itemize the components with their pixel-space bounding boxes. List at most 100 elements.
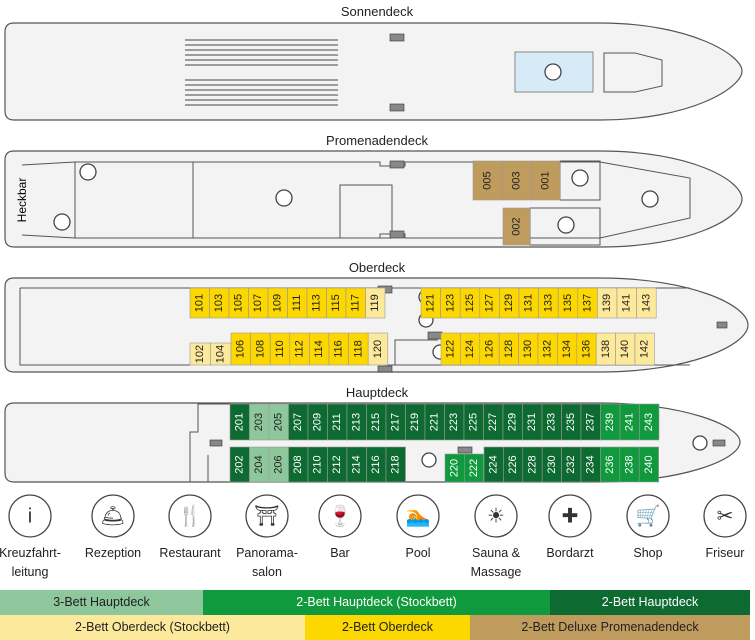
cabin-116[interactable]: 116 [328,332,349,366]
cabin-215[interactable]: 215 [366,403,387,441]
cabin-120[interactable]: 120 [367,332,389,366]
cabin-205[interactable]: 205 [268,403,289,441]
cabin-003[interactable]: 003 [501,160,532,201]
cabin-207[interactable]: 207 [288,403,309,441]
cabin-133[interactable]: 133 [538,287,559,319]
cabin-235[interactable]: 235 [561,403,582,441]
cabin-127[interactable]: 127 [479,287,500,319]
cabin-232[interactable]: 232 [561,446,582,483]
cabin-225[interactable]: 225 [463,403,484,441]
cabin-number: 102 [194,345,206,363]
cabin-126[interactable]: 126 [479,332,500,366]
cabin-231[interactable]: 231 [522,403,543,441]
cabin-129[interactable]: 129 [499,287,520,319]
cabin-001[interactable]: 001 [530,160,561,201]
cabin-130[interactable]: 130 [518,332,539,366]
cabin-204[interactable]: 204 [249,446,270,483]
cabin-105[interactable]: 105 [228,287,249,319]
facility-pool: 🏊Pool [396,494,440,560]
cabin-117[interactable]: 117 [345,287,366,319]
cabin-137[interactable]: 137 [577,287,598,319]
cabin-123[interactable]: 123 [440,287,461,319]
cabin-233[interactable]: 233 [541,403,562,441]
cabin-216[interactable]: 216 [366,446,387,483]
cabin-115[interactable]: 115 [326,287,347,319]
cabin-234[interactable]: 234 [580,446,601,483]
cabin-110[interactable]: 110 [269,332,291,366]
cabin-228[interactable]: 228 [522,446,543,483]
cabin-002[interactable]: 002 [502,207,531,246]
cabin-number: 223 [448,413,460,431]
cabin-243[interactable]: 243 [639,403,660,441]
cabin-240[interactable]: 240 [638,446,659,483]
cabin-211[interactable]: 211 [327,403,348,441]
cabin-112[interactable]: 112 [289,332,310,366]
cabin-102[interactable]: 102 [189,342,211,366]
facility-label: Rezeption [85,546,141,560]
cabin-134[interactable]: 134 [557,332,578,366]
cabin-143[interactable]: 143 [636,287,657,319]
cabin-119[interactable]: 119 [365,287,386,319]
cabin-209[interactable]: 209 [307,403,328,441]
cabin-229[interactable]: 229 [502,403,523,441]
cabin-203[interactable]: 203 [249,403,270,441]
cabin-114[interactable]: 114 [309,332,330,366]
cabin-103[interactable]: 103 [209,287,230,319]
cabin-136[interactable]: 136 [576,332,597,366]
cabin-217[interactable]: 217 [385,403,406,441]
cabin-number: 209 [312,413,324,431]
cabin-131[interactable]: 131 [518,287,539,319]
cabin-118[interactable]: 118 [348,332,369,366]
cabin-220[interactable]: 220 [444,453,465,483]
cabin-221[interactable]: 221 [424,403,445,441]
cabin-206[interactable]: 206 [268,446,289,483]
cabin-201[interactable]: 201 [229,403,250,441]
cabin-202[interactable]: 202 [229,446,250,483]
cabin-number: 116 [333,340,345,358]
cabin-239[interactable]: 239 [600,403,621,441]
cabin-142[interactable]: 142 [634,332,655,366]
cabin-138[interactable]: 138 [595,332,616,366]
cabin-number: 110 [274,340,286,358]
cabin-109[interactable]: 109 [267,287,288,319]
cabin-108[interactable]: 108 [250,332,271,366]
cabin-128[interactable]: 128 [498,332,519,366]
info-icon-glyph: i [28,505,32,527]
cabin-223[interactable]: 223 [444,403,465,441]
cabin-236[interactable]: 236 [600,446,621,483]
cabin-219[interactable]: 219 [405,403,426,441]
cabin-210[interactable]: 210 [307,446,328,483]
cabin-005[interactable]: 005 [472,160,503,201]
cabin-106[interactable]: 106 [230,332,251,366]
cabin-number: 217 [390,413,402,431]
cabin-122[interactable]: 122 [440,332,461,366]
cabin-224[interactable]: 224 [483,446,504,483]
cabin-237[interactable]: 237 [580,403,601,441]
cabin-107[interactable]: 107 [248,287,269,319]
cabin-214[interactable]: 214 [346,446,367,483]
cabin-212[interactable]: 212 [327,446,348,483]
cabin-213[interactable]: 213 [346,403,367,441]
cabin-238[interactable]: 238 [619,446,640,483]
cabin-113[interactable]: 113 [306,287,327,319]
cabin-208[interactable]: 208 [288,446,309,483]
cabin-132[interactable]: 132 [537,332,558,366]
cabin-111[interactable]: 111 [287,287,308,319]
cabin-226[interactable]: 226 [503,446,524,483]
cabin-140[interactable]: 140 [615,332,636,366]
cabin-101[interactable]: 101 [189,287,210,319]
cabin-222[interactable]: 222 [463,453,484,483]
cabin-139[interactable]: 139 [597,287,618,319]
facility-label: salon [252,565,282,579]
cabin-number: 211 [331,413,343,431]
cabin-104[interactable]: 104 [210,342,232,366]
cabin-125[interactable]: 125 [459,287,481,319]
cabin-121[interactable]: 121 [420,287,441,319]
cabin-241[interactable]: 241 [619,403,640,441]
cabin-227[interactable]: 227 [483,403,504,441]
cabin-218[interactable]: 218 [385,446,406,483]
cabin-141[interactable]: 141 [616,287,637,319]
cabin-124[interactable]: 124 [460,332,481,366]
cabin-135[interactable]: 135 [557,287,579,319]
cabin-230[interactable]: 230 [541,446,562,483]
